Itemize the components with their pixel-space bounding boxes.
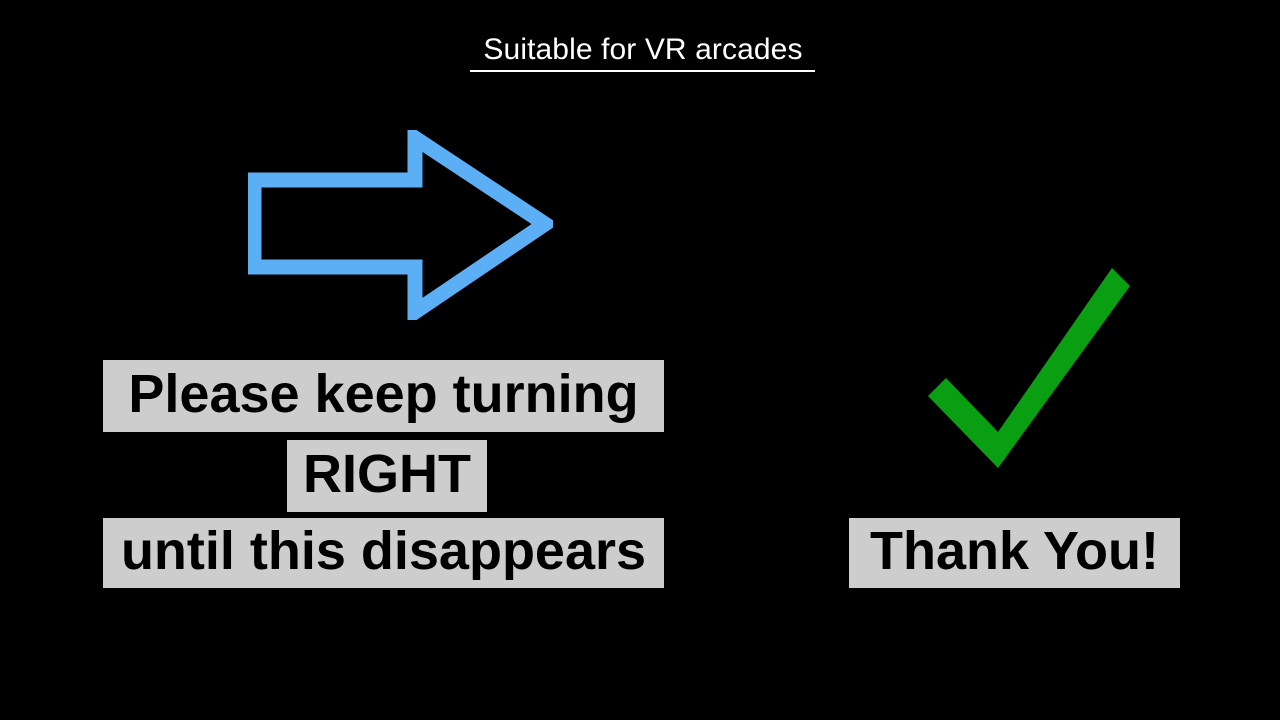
arrow-right-outline-icon	[246, 124, 559, 327]
check-mark-icon	[920, 260, 1136, 476]
page-title-text: Suitable for VR arcades	[483, 33, 803, 66]
instruction-line-1: Please keep turning	[103, 360, 664, 432]
instruction-line-3: until this disappears	[103, 518, 664, 588]
thank-you-label-text: Thank You!	[869, 521, 1159, 581]
title-underline-divider	[470, 70, 815, 72]
instruction-line-2: RIGHT	[287, 440, 487, 512]
page-title: Suitable for VR arcades	[470, 31, 816, 69]
instruction-line-3-text: until this disappears	[120, 521, 647, 581]
instruction-line-1-text: Please keep turning	[128, 364, 639, 424]
thank-you-label: Thank You!	[849, 518, 1180, 588]
instruction-line-2-text: RIGHT	[303, 444, 471, 504]
